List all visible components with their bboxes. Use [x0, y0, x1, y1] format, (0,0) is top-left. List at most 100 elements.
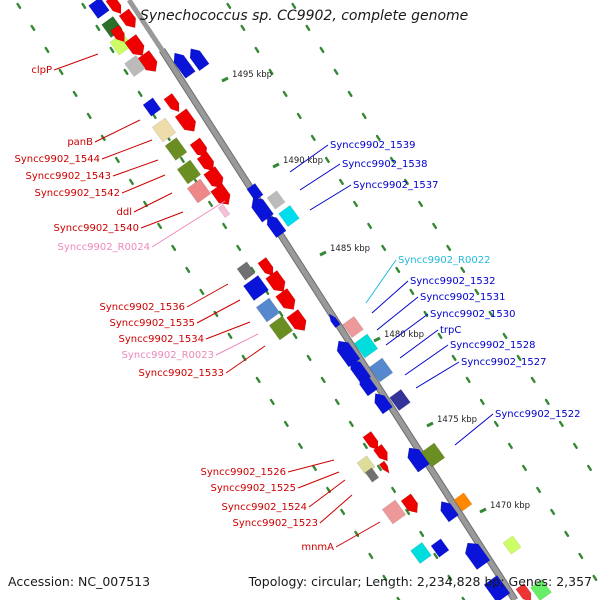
gene-feature[interactable]: [196, 151, 218, 174]
gene-feature[interactable]: [483, 575, 511, 600]
gene-feature[interactable]: [170, 50, 196, 79]
gene-feature[interactable]: [364, 467, 380, 483]
gene-label-left[interactable]: Syncc9902_1542: [35, 188, 121, 199]
gene-label-left[interactable]: Syncc9902_1540: [54, 223, 140, 234]
gene-label-left[interactable]: Syncc9902_1524: [222, 502, 308, 513]
gene-feature[interactable]: [124, 34, 149, 59]
gene-label-left[interactable]: Syncc9902_1525: [211, 483, 297, 494]
gene-feature[interactable]: [243, 275, 269, 301]
left-label-leader: [287, 459, 335, 473]
gene-label-left[interactable]: ddl: [117, 207, 132, 218]
tick-track-outer-right-dash: [460, 266, 466, 273]
tick-track-outer-right-dash: [333, 68, 339, 76]
kbp-tick-label: 1495 kbp: [232, 70, 272, 80]
gene-feature[interactable]: [255, 297, 281, 323]
gene-label-right[interactable]: Syncc9902_1531: [420, 292, 506, 303]
gene-feature[interactable]: [278, 205, 300, 227]
gene-feature[interactable]: [124, 55, 146, 77]
gene-feature[interactable]: [217, 204, 231, 218]
gene-feature[interactable]: [203, 166, 228, 191]
gene-feature[interactable]: [430, 538, 450, 558]
gene-label-right[interactable]: Syncc9902_R0022: [398, 255, 490, 266]
kbp-tick-label: 1490 kbp: [283, 156, 323, 166]
gene-feature[interactable]: [105, 0, 125, 17]
left-label-leader: [205, 321, 251, 340]
gene-feature[interactable]: [236, 261, 256, 281]
gene-label-left[interactable]: Syncc9902_1533: [139, 368, 225, 379]
gene-feature[interactable]: [353, 333, 379, 359]
gene-label-left[interactable]: panB: [67, 137, 93, 148]
gene-feature[interactable]: [327, 312, 341, 329]
gene-label-left[interactable]: Syncc9902_1526: [201, 467, 287, 478]
gene-feature[interactable]: [275, 288, 300, 313]
gene-feature[interactable]: [373, 443, 391, 464]
kbp-tick-label: 1485 kbp: [330, 244, 370, 254]
gene-feature[interactable]: [404, 444, 430, 473]
gene-feature[interactable]: [453, 492, 473, 512]
gene-label-left[interactable]: mnmA: [301, 542, 334, 553]
gene-label-left[interactable]: Syncc9902_R0023: [122, 350, 214, 361]
gene-feature[interactable]: [151, 117, 177, 143]
gene-feature[interactable]: [210, 183, 235, 208]
gene-feature[interactable]: [263, 212, 287, 239]
gene-label-right[interactable]: Syncc9902_1537: [353, 180, 439, 191]
gene-label-right[interactable]: Syncc9902_1522: [495, 409, 581, 420]
gene-feature[interactable]: [142, 97, 162, 117]
gene-label-left[interactable]: Syncc9902_1535: [110, 318, 196, 329]
gene-label-left[interactable]: Syncc9902_1543: [26, 171, 112, 182]
gene-feature[interactable]: [88, 0, 110, 19]
gene-feature[interactable]: [378, 460, 391, 475]
gene-feature[interactable]: [368, 357, 394, 383]
gene-feature[interactable]: [400, 493, 422, 516]
gene-label-left[interactable]: Syncc9902_1534: [119, 334, 205, 345]
gene-feature[interactable]: [268, 315, 294, 341]
gene-feature[interactable]: [163, 93, 183, 114]
gene-feature[interactable]: [266, 190, 286, 210]
gene-feature[interactable]: [174, 108, 200, 136]
gene-label-right[interactable]: Syncc9902_1530: [430, 309, 516, 320]
gene-feature[interactable]: [342, 316, 364, 338]
gene-feature[interactable]: [186, 178, 212, 204]
gene-feature[interactable]: [530, 579, 552, 600]
gene-feature[interactable]: [461, 538, 491, 570]
gene-feature[interactable]: [437, 498, 459, 523]
gene-label-left[interactable]: Syncc9902_1544: [15, 154, 101, 165]
kbp-tick-label: 1480 kbp: [384, 330, 424, 340]
gene-label-left[interactable]: Syncc9902_1536: [100, 302, 186, 313]
gene-label-right[interactable]: Syncc9902_1532: [410, 276, 496, 287]
tick-track-inner-right-dash: [254, 46, 260, 53]
gene-feature[interactable]: [164, 137, 188, 161]
gene-feature[interactable]: [257, 257, 277, 278]
tick-track-inner-right-dash: [507, 442, 513, 449]
gene-feature[interactable]: [502, 535, 522, 555]
gene-feature[interactable]: [515, 583, 535, 600]
gene-label-right[interactable]: Syncc9902_1538: [342, 159, 428, 170]
gene-feature[interactable]: [186, 45, 210, 72]
gene-feature[interactable]: [356, 372, 378, 397]
tick-track-inner-right-dash: [310, 134, 316, 142]
gene-label-right[interactable]: trpC: [440, 325, 461, 336]
gene-feature[interactable]: [110, 24, 128, 45]
right-label-leader: [385, 313, 429, 346]
gene-feature[interactable]: [286, 309, 311, 334]
left-label-leader: [297, 471, 340, 489]
gene-feature[interactable]: [410, 542, 432, 564]
gene-feature[interactable]: [371, 390, 393, 415]
gene-feature[interactable]: [137, 50, 162, 75]
gene-label-right[interactable]: Syncc9902_1539: [330, 140, 416, 151]
gene-label-right[interactable]: Syncc9902_1528: [450, 340, 536, 351]
gene-feature[interactable]: [265, 270, 290, 295]
gene-label-left[interactable]: Syncc9902_R0024: [58, 242, 150, 253]
gene-feature[interactable]: [362, 431, 382, 452]
gene-feature[interactable]: [389, 389, 411, 411]
gene-label-right[interactable]: Syncc9902_1527: [461, 357, 547, 368]
gene-feature[interactable]: [246, 183, 264, 201]
gene-label-left[interactable]: Syncc9902_1523: [233, 518, 319, 529]
gene-label-left[interactable]: clpP: [31, 65, 52, 76]
gene-feature[interactable]: [333, 337, 361, 368]
gene-feature[interactable]: [420, 442, 446, 468]
gene-feature[interactable]: [118, 8, 140, 31]
gene-feature[interactable]: [381, 499, 407, 525]
gene-feature[interactable]: [176, 159, 202, 185]
